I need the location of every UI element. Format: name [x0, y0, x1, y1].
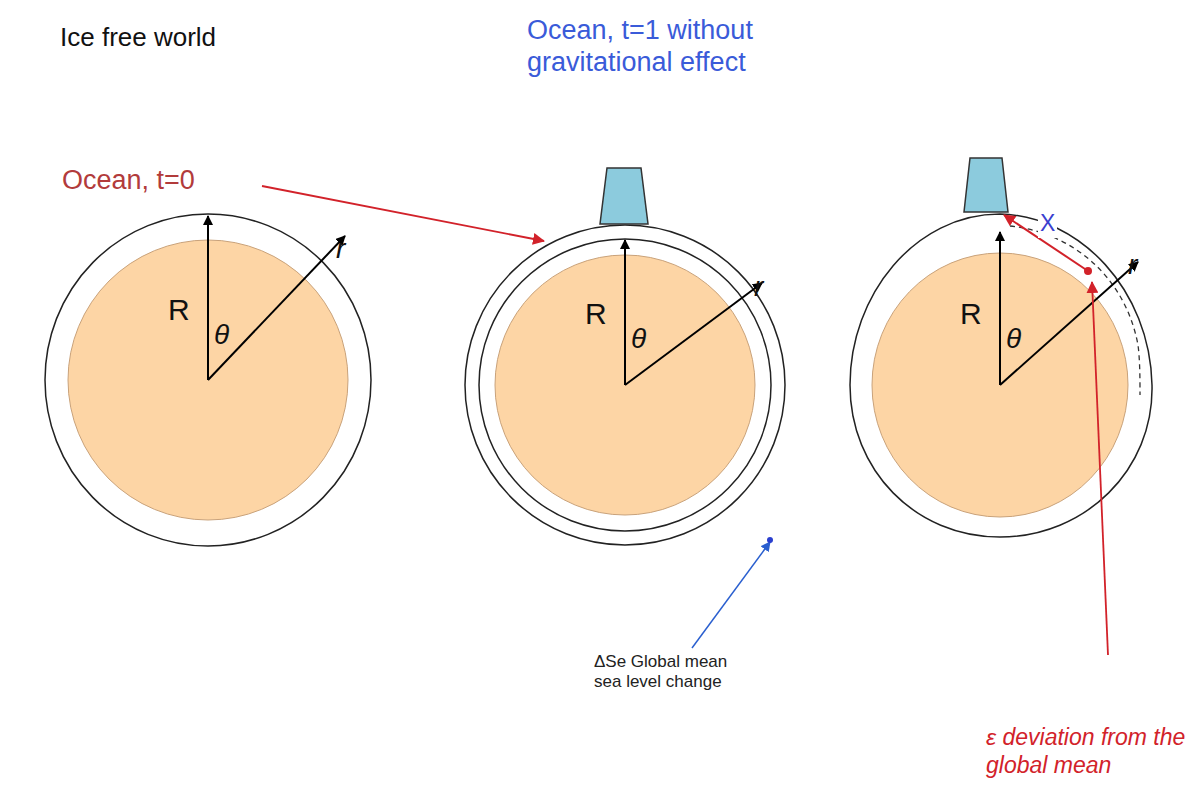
panel-no-gravity [262, 168, 785, 648]
axis-label: r [336, 232, 345, 266]
panel-note: Ocean, t=1 without gravitational effect [527, 14, 792, 79]
angle-label: θ [1006, 322, 1021, 356]
radius-label: R [585, 296, 607, 332]
distance-label: X [1038, 210, 1057, 238]
ocean-label: Ocean, t=0 [62, 164, 195, 196]
axis-label: r [1128, 248, 1137, 282]
callout-note: ΔSe Global mean sea level change [594, 652, 744, 693]
angle-label: θ [631, 322, 646, 356]
axis-label: r [754, 270, 763, 304]
panel-ice-free [45, 214, 371, 546]
angle-label: θ [214, 318, 229, 352]
callout-note: ε deviation from the global mean [986, 724, 1186, 779]
radius-label: R [168, 292, 190, 328]
radius-label: R [960, 296, 982, 332]
panel-with-gravity [850, 158, 1152, 655]
panel-title: Ice free world [60, 22, 216, 53]
